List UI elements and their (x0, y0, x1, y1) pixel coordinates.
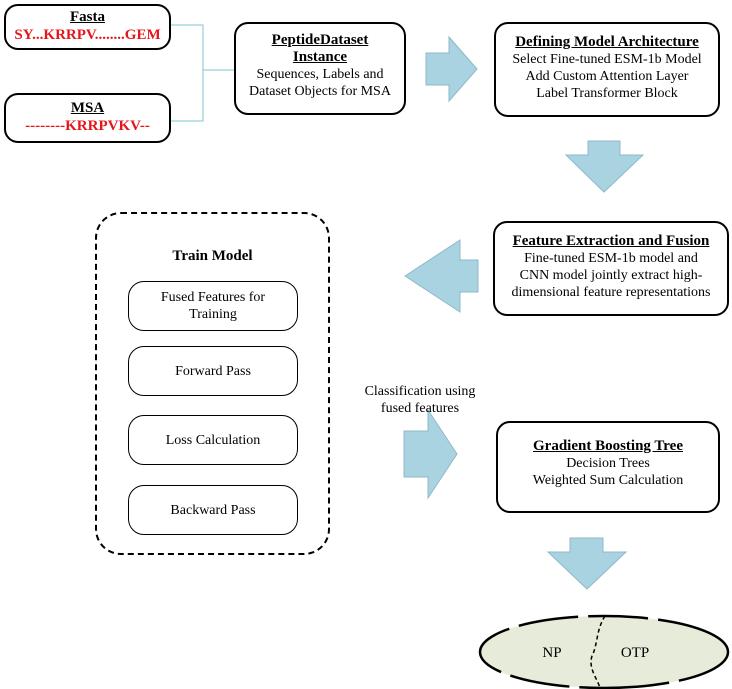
gradient-boosting-title: Gradient Boosting Tree (533, 438, 683, 454)
peptide-dataset-box: PeptideDataset Instance Sequences, Label… (234, 22, 406, 115)
train-step-loss-calculation: Loss Calculation (128, 415, 298, 465)
model-architecture-line-2: Add Custom Attention Layer (525, 69, 689, 84)
feature-extraction-line-2: CNN model jointly extract high- (519, 268, 703, 283)
feature-extraction-line-1: Fine-tuned ESM-1b model and (524, 251, 698, 266)
train-step-label: Fused Features for Training (160, 290, 266, 322)
train-step-backward-pass: Backward Pass (128, 485, 298, 535)
model-architecture-line-3: Label Transformer Block (536, 86, 678, 101)
train-step-label: Backward Pass (170, 502, 256, 518)
gradient-boosting-line-1: Decision Trees (566, 456, 650, 471)
model-architecture-title: Defining Model Architecture (515, 34, 699, 50)
train-model-title: Train Model (172, 248, 253, 264)
gradient-boosting-box: Gradient Boosting Tree Decision Trees We… (496, 421, 720, 513)
train-model-container (95, 212, 330, 555)
model-architecture-box: Defining Model Architecture Select Fine-… (494, 22, 720, 117)
output-np-label: NP (542, 645, 562, 661)
msa-sequence: --------KRRPVKV-- (25, 118, 150, 134)
train-step-forward-pass: Forward Pass (128, 346, 298, 396)
fasta-sequence: SY...KRRPV........GEM (14, 27, 161, 43)
train-step-fused-features: Fused Features for Training (128, 281, 298, 331)
peptide-dataset-title-2: Instance (292, 49, 348, 65)
train-step-label: Loss Calculation (165, 432, 261, 448)
feature-extraction-line-3: dimensional feature representations (511, 285, 711, 300)
arrow-down-1 (564, 140, 645, 193)
train-step-label: Forward Pass (175, 363, 251, 379)
fasta-title: Fasta (70, 9, 105, 25)
arrow-down-2 (546, 537, 628, 590)
classification-label: Classification using fused features (345, 383, 495, 417)
fasta-msa-connector (171, 24, 204, 122)
classification-line-1: Classification using (364, 384, 476, 399)
model-architecture-line-1: Select Fine-tuned ESM-1b Model (512, 52, 702, 67)
ellipse-divider (590, 615, 606, 689)
msa-box: MSA --------KRRPVKV-- (4, 93, 171, 143)
arrow-right-1 (425, 35, 478, 103)
arrow-left-1 (404, 239, 479, 313)
gradient-boosting-line-2: Weighted Sum Calculation (532, 473, 684, 488)
fasta-box: Fasta SY...KRRPV........GEM (4, 4, 171, 50)
peptide-dataset-line-1: Sequences, Labels and (256, 67, 384, 82)
peptide-dataset-title-1: PeptideDataset (271, 32, 369, 48)
msa-title: MSA (70, 100, 105, 116)
peptide-dataset-line-2: Dataset Objects for MSA (249, 84, 391, 99)
feature-extraction-title: Feature Extraction and Fusion (512, 233, 710, 249)
output-ellipse (478, 614, 730, 689)
input-connectors (171, 24, 234, 122)
arrow-right-2 (403, 408, 458, 500)
output-otp-label: OTP (620, 645, 650, 661)
classification-line-2: fused features (380, 401, 460, 416)
feature-extraction-box: Feature Extraction and Fusion Fine-tuned… (493, 221, 729, 316)
